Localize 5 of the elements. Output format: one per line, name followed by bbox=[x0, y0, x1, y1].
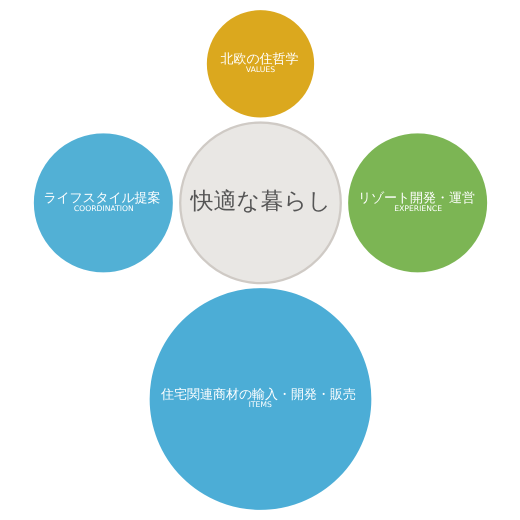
node-circle: 北欧の住哲学 VALUES bbox=[206, 10, 314, 118]
node-circle: リゾート開発・運営 EXPERIENCE bbox=[348, 133, 487, 272]
node-circle: ライフスタイル提案 COORDINATION bbox=[33, 133, 172, 272]
node-circle: 住宅関連商材の輸入・開発・販売 ITEMS bbox=[149, 288, 371, 510]
node-circle: 快適な暮らし bbox=[178, 121, 342, 284]
